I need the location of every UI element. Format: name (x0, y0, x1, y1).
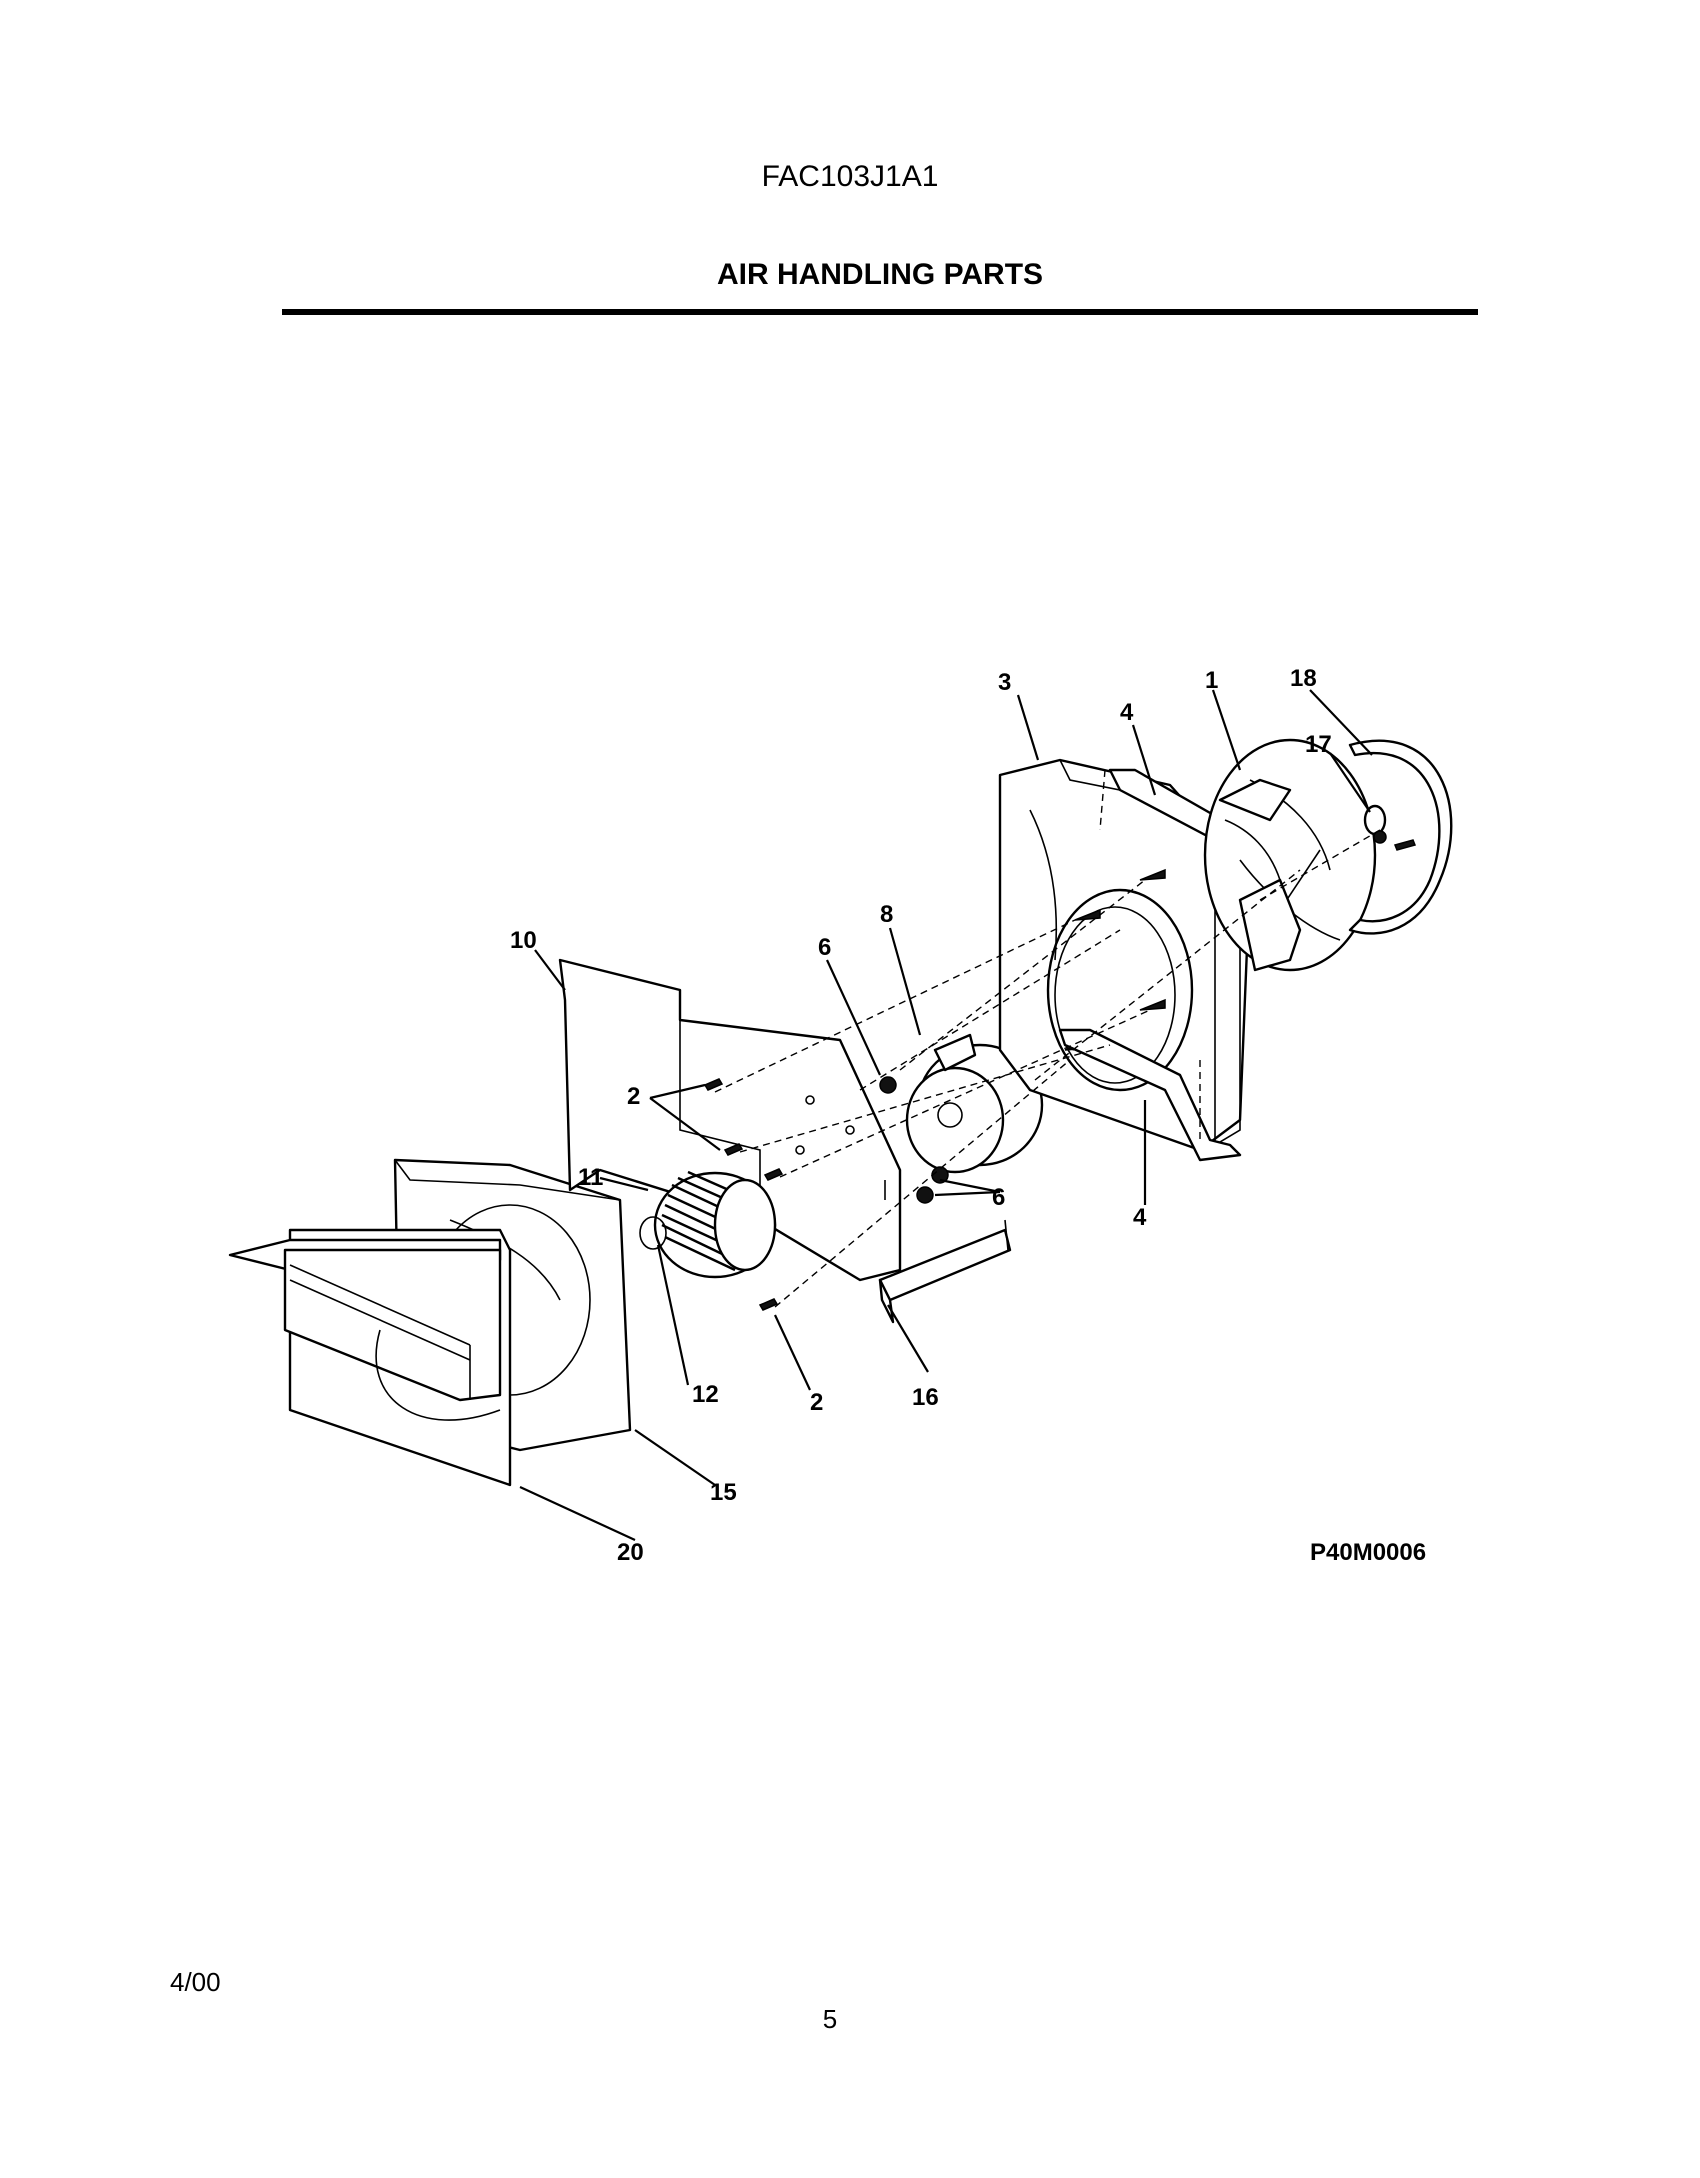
page-number: 5 (822, 2004, 838, 2034)
section-title: AIR HANDLING PARTS (716, 258, 1044, 291)
slinger-ring-part (1348, 739, 1453, 935)
blower-wheel-part (639, 1170, 777, 1279)
callout-3: 3 (998, 669, 1011, 696)
callout-6-top: 6 (818, 934, 831, 961)
alignment-lines (714, 769, 1381, 1308)
figure-code: P40M0006 (1310, 1539, 1426, 1566)
fan-hub-part (1363, 804, 1417, 851)
front-housing-part (228, 1158, 632, 1487)
title-rule (282, 309, 1478, 315)
callout-17: 17 (1305, 731, 1332, 758)
callout-4-lower: 4 (1133, 1204, 1147, 1231)
callout-18: 18 (1290, 665, 1317, 692)
callout-12: 12 (692, 1381, 719, 1408)
motor-part (879, 1033, 1081, 1204)
model-number: FAC103J1A1 (761, 160, 939, 193)
bracket-part (878, 1219, 1012, 1324)
callout-10: 10 (510, 927, 537, 954)
callout-labels: 3 4 1 18 17 8 6 10 2 11 6 4 12 2 16 15 2… (510, 665, 1426, 1566)
fan-blade-part (1203, 738, 1377, 972)
callout-2-left: 2 (627, 1083, 640, 1110)
callout-1: 1 (1205, 667, 1218, 694)
screw-parts (703, 1078, 784, 1311)
callout-15: 15 (710, 1479, 737, 1506)
callout-6-lower: 6 (992, 1184, 1005, 1211)
callout-20: 20 (617, 1539, 644, 1566)
callout-11: 11 (578, 1164, 603, 1191)
callout-2-bottom: 2 (810, 1389, 823, 1416)
callout-16: 16 (912, 1384, 939, 1411)
leader-lines (519, 689, 1373, 1541)
revision-date: 4/00 (170, 1967, 221, 1997)
callout-4-top: 4 (1120, 699, 1134, 726)
callout-8: 8 (880, 901, 893, 928)
